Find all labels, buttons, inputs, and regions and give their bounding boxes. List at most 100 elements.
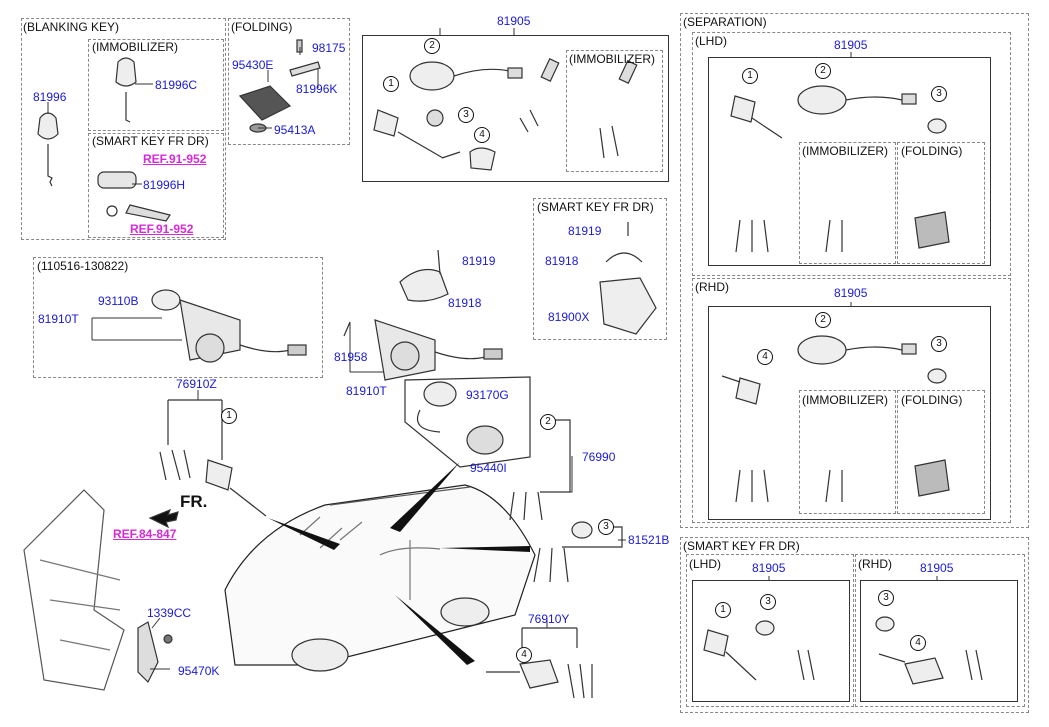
dash-frame-illustration	[23, 489, 173, 691]
part-95470k[interactable]: 95470K	[178, 664, 220, 678]
lhd-solid-frame	[708, 57, 991, 266]
folding-heading: (FOLDING)	[231, 20, 293, 34]
smart-key-cover-illustration	[599, 222, 657, 335]
callout-2: 2	[424, 38, 440, 54]
callout-1: 1	[742, 68, 758, 84]
callout-4: 4	[757, 349, 773, 365]
ref-link-84-847[interactable]: REF.84-847	[113, 527, 177, 541]
part-81919-smart[interactable]: 81919	[568, 224, 602, 238]
separation-heading: (SEPARATION)	[683, 15, 767, 29]
part-81919[interactable]: 81919	[462, 254, 496, 268]
blanking-key-illustration	[37, 112, 59, 187]
smart-key-heading: (SMART KEY FR DR)	[92, 134, 209, 148]
callout-3: 3	[931, 86, 947, 102]
immobilizer-heading: (IMMOBILIZER)	[92, 40, 178, 54]
date-range-frame	[33, 257, 323, 378]
blanking-key-frame	[21, 18, 226, 240]
immobilizer-key-frame	[88, 39, 224, 131]
part-95413a[interactable]: 95413A	[274, 123, 316, 137]
smart-key-rhd-solid-frame	[860, 580, 1018, 702]
rhd-frame	[692, 278, 1011, 523]
part-76910y[interactable]: 76910Y	[528, 612, 570, 626]
smart-key-bottom-illustration	[703, 616, 983, 685]
ref-link-91-952-b[interactable]: REF.91-952	[130, 222, 194, 236]
rhd-folding-heading: (FOLDING)	[901, 393, 963, 407]
part-95440i[interactable]: 95440I	[470, 461, 507, 475]
smart-key-fr-dr-frame	[88, 133, 224, 238]
ignition-illustration-left	[151, 289, 307, 363]
lock-set-top-illustration	[373, 58, 638, 171]
part-98175[interactable]: 98175	[312, 41, 346, 55]
lhd-heading: (LHD)	[695, 34, 727, 48]
folding-key-frame	[228, 18, 350, 145]
rhd-folding-frame	[897, 390, 985, 514]
part-81900x[interactable]: 81900X	[548, 310, 590, 324]
leader-lines	[47, 28, 938, 670]
part-81918[interactable]: 81918	[448, 296, 482, 310]
separation-rhd-illustration	[721, 335, 950, 503]
part-76910z[interactable]: 76910Z	[176, 377, 217, 391]
part-81996[interactable]: 81996	[33, 90, 67, 104]
rhd-solid-frame	[708, 306, 991, 520]
callout-2: 2	[540, 414, 556, 430]
part-81905-smart-lhd[interactable]: 81905	[752, 561, 786, 575]
part-93110b[interactable]: 93110B	[98, 294, 139, 308]
smart-key-lhd-heading: (LHD)	[689, 557, 721, 571]
part-76990[interactable]: 76990	[582, 450, 616, 464]
part-95430e[interactable]: 95430E	[232, 58, 274, 72]
part-81996c[interactable]: 81996C	[155, 78, 198, 92]
callout-3: 3	[598, 519, 614, 535]
separation-frame	[680, 13, 1029, 528]
lhd-folding-heading: (FOLDING)	[901, 144, 963, 158]
rhd-heading: (RHD)	[695, 280, 729, 294]
part-93170g[interactable]: 93170G	[466, 388, 509, 402]
ref-link-91-952-a[interactable]: REF.91-952	[143, 152, 207, 166]
smart-key-heading-mid: (SMART KEY FR DR)	[537, 200, 654, 214]
part-81521b[interactable]: 81521B	[628, 533, 670, 547]
lhd-immobilizer-frame	[799, 142, 896, 264]
immobilizer-key-illustration	[115, 57, 137, 123]
lock-set-frame-top	[362, 35, 669, 182]
callout-4: 4	[474, 127, 490, 143]
part-81905-rhd[interactable]: 81905	[834, 286, 868, 300]
smart-key-bottom-heading: (SMART KEY FR DR)	[683, 539, 800, 553]
part-81996k[interactable]: 81996K	[296, 82, 338, 96]
part-1339cc[interactable]: 1339CC	[147, 606, 192, 620]
smart-key-rhd-heading: (RHD)	[858, 557, 892, 571]
part-81996h[interactable]: 81996H	[143, 178, 186, 192]
part-81905-smart-rhd[interactable]: 81905	[920, 561, 954, 575]
immobilizer-antenna-illustration	[404, 376, 531, 468]
part-81905-lhd[interactable]: 81905	[834, 38, 868, 52]
part-81905-top[interactable]: 81905	[497, 14, 531, 28]
rhd-immobilizer-heading: (IMMOBILIZER)	[802, 393, 888, 407]
vehicle-illustration	[224, 484, 536, 672]
callout-1: 1	[715, 602, 731, 618]
lhd-frame	[692, 32, 1011, 276]
part-81910t-left[interactable]: 81910T	[38, 312, 79, 326]
separation-lhd-illustration	[730, 85, 950, 253]
callout-1: 1	[221, 408, 237, 424]
callout-3: 3	[878, 590, 894, 606]
door-lock-left-illustration	[159, 399, 267, 517]
door-lock-right-illustration	[486, 627, 593, 699]
part-81958[interactable]: 81958	[334, 350, 368, 364]
callout-3: 3	[760, 594, 776, 610]
smart-key-lhd-frame	[686, 554, 854, 707]
lhd-immobilizer-heading: (IMMOBILIZER)	[802, 144, 888, 158]
immobilizer-heading-top: (IMMOBILIZER)	[569, 52, 655, 66]
smart-key-rhd-frame	[855, 554, 1025, 707]
callout-2: 2	[815, 63, 831, 79]
part-81910t-center[interactable]: 81910T	[346, 384, 387, 398]
date-range-heading: (110516-130822)	[37, 259, 129, 273]
callout-4: 4	[910, 635, 926, 651]
rhd-immobilizer-frame	[799, 390, 896, 514]
smart-key-bottom-frame	[680, 537, 1029, 713]
smart-key-frame-mid	[533, 198, 667, 340]
part-81918-smart[interactable]: 81918	[545, 254, 579, 268]
front-direction-label: FR.	[180, 492, 208, 511]
callout-3: 3	[458, 107, 474, 123]
callout-3: 3	[931, 336, 947, 352]
immobilizer-inner-frame-top	[566, 50, 663, 172]
